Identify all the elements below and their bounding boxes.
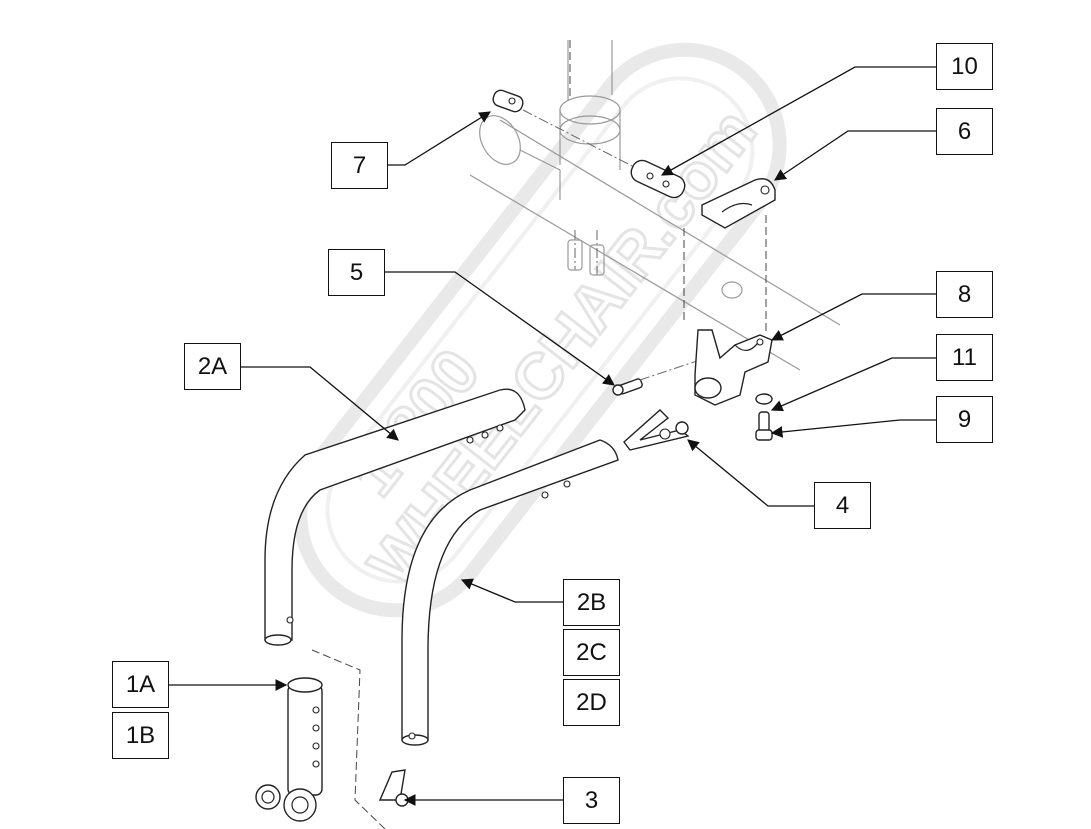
callout-8: 8: [936, 271, 993, 318]
part-1-caster-post: [255, 677, 323, 822]
part-2a-tube: [264, 388, 526, 646]
part-5-screw: [612, 378, 643, 396]
callout-2a: 2A: [184, 343, 241, 390]
callout-2c: 2C: [563, 629, 620, 676]
callout-6: 6: [936, 108, 993, 155]
callout-9: 9: [936, 396, 993, 443]
callout-11: 11: [936, 334, 993, 381]
part-3-pin: [378, 769, 409, 807]
part-9-bolt: [755, 411, 773, 441]
part-2b-tube: [401, 439, 619, 746]
part-7-pin: [492, 89, 524, 113]
part-6-clamp: [701, 178, 776, 229]
callout-5: 5: [328, 249, 385, 296]
callout-10: 10: [936, 43, 993, 90]
part-11-washer: [755, 393, 773, 405]
callout-4: 4: [814, 482, 871, 529]
part-4-quick-release: [623, 409, 690, 451]
frame-ghost: [469, 40, 841, 371]
leader-lines: [169, 66, 936, 806]
callout-1b: 1B: [112, 712, 169, 759]
callout-2d: 2D: [563, 679, 620, 726]
callout-1a: 1A: [112, 661, 169, 708]
part-8-bracket: [694, 329, 773, 406]
callout-2b: 2B: [563, 579, 620, 626]
watermark: 1-800 WHEELCHAIR.com: [293, 42, 787, 618]
callout-7: 7: [331, 142, 388, 189]
callout-3: 3: [563, 777, 620, 824]
